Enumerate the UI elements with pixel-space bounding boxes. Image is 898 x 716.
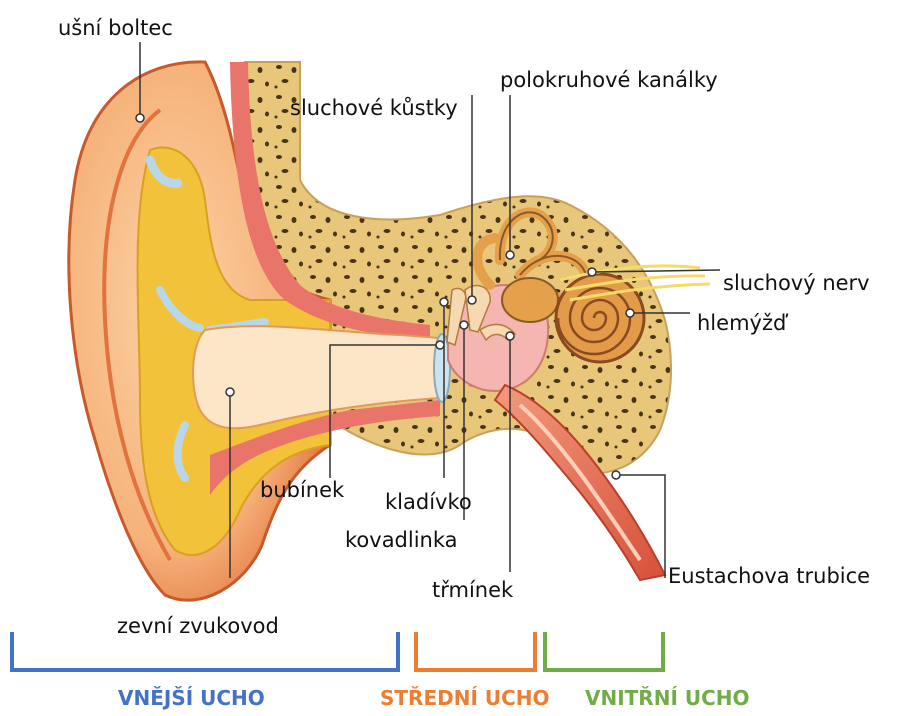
vestibule-shape	[502, 278, 558, 322]
label-stapes: třmínek	[432, 580, 513, 601]
section-outer-ear: VNĚJŠÍ UCHO	[118, 688, 265, 708]
middle-ear-bracket	[416, 632, 535, 670]
label-auditory-nerve: sluchový nerv	[723, 273, 870, 294]
label-eardrum: bubínek	[260, 480, 344, 501]
label-malleus: kladívko	[385, 492, 472, 513]
label-ossicles: sluchové kůstky	[290, 98, 458, 119]
section-inner-ear: VNITŘNÍ UCHO	[585, 688, 750, 708]
label-eustachian-tube: Eustachova trubice	[668, 566, 870, 587]
label-semicircular-canals: polokruhové kanálky	[500, 70, 718, 91]
label-incus: kovadlinka	[345, 530, 458, 551]
label-ear-canal: zevní zvukovod	[117, 616, 279, 637]
section-middle-ear: STŘEDNÍ UCHO	[380, 688, 550, 708]
label-pinna: ušní boltec	[58, 18, 173, 39]
inner-ear-bracket	[545, 632, 663, 670]
label-cochlea: hlemýžď	[697, 313, 786, 334]
cochlea-shape	[556, 274, 644, 362]
